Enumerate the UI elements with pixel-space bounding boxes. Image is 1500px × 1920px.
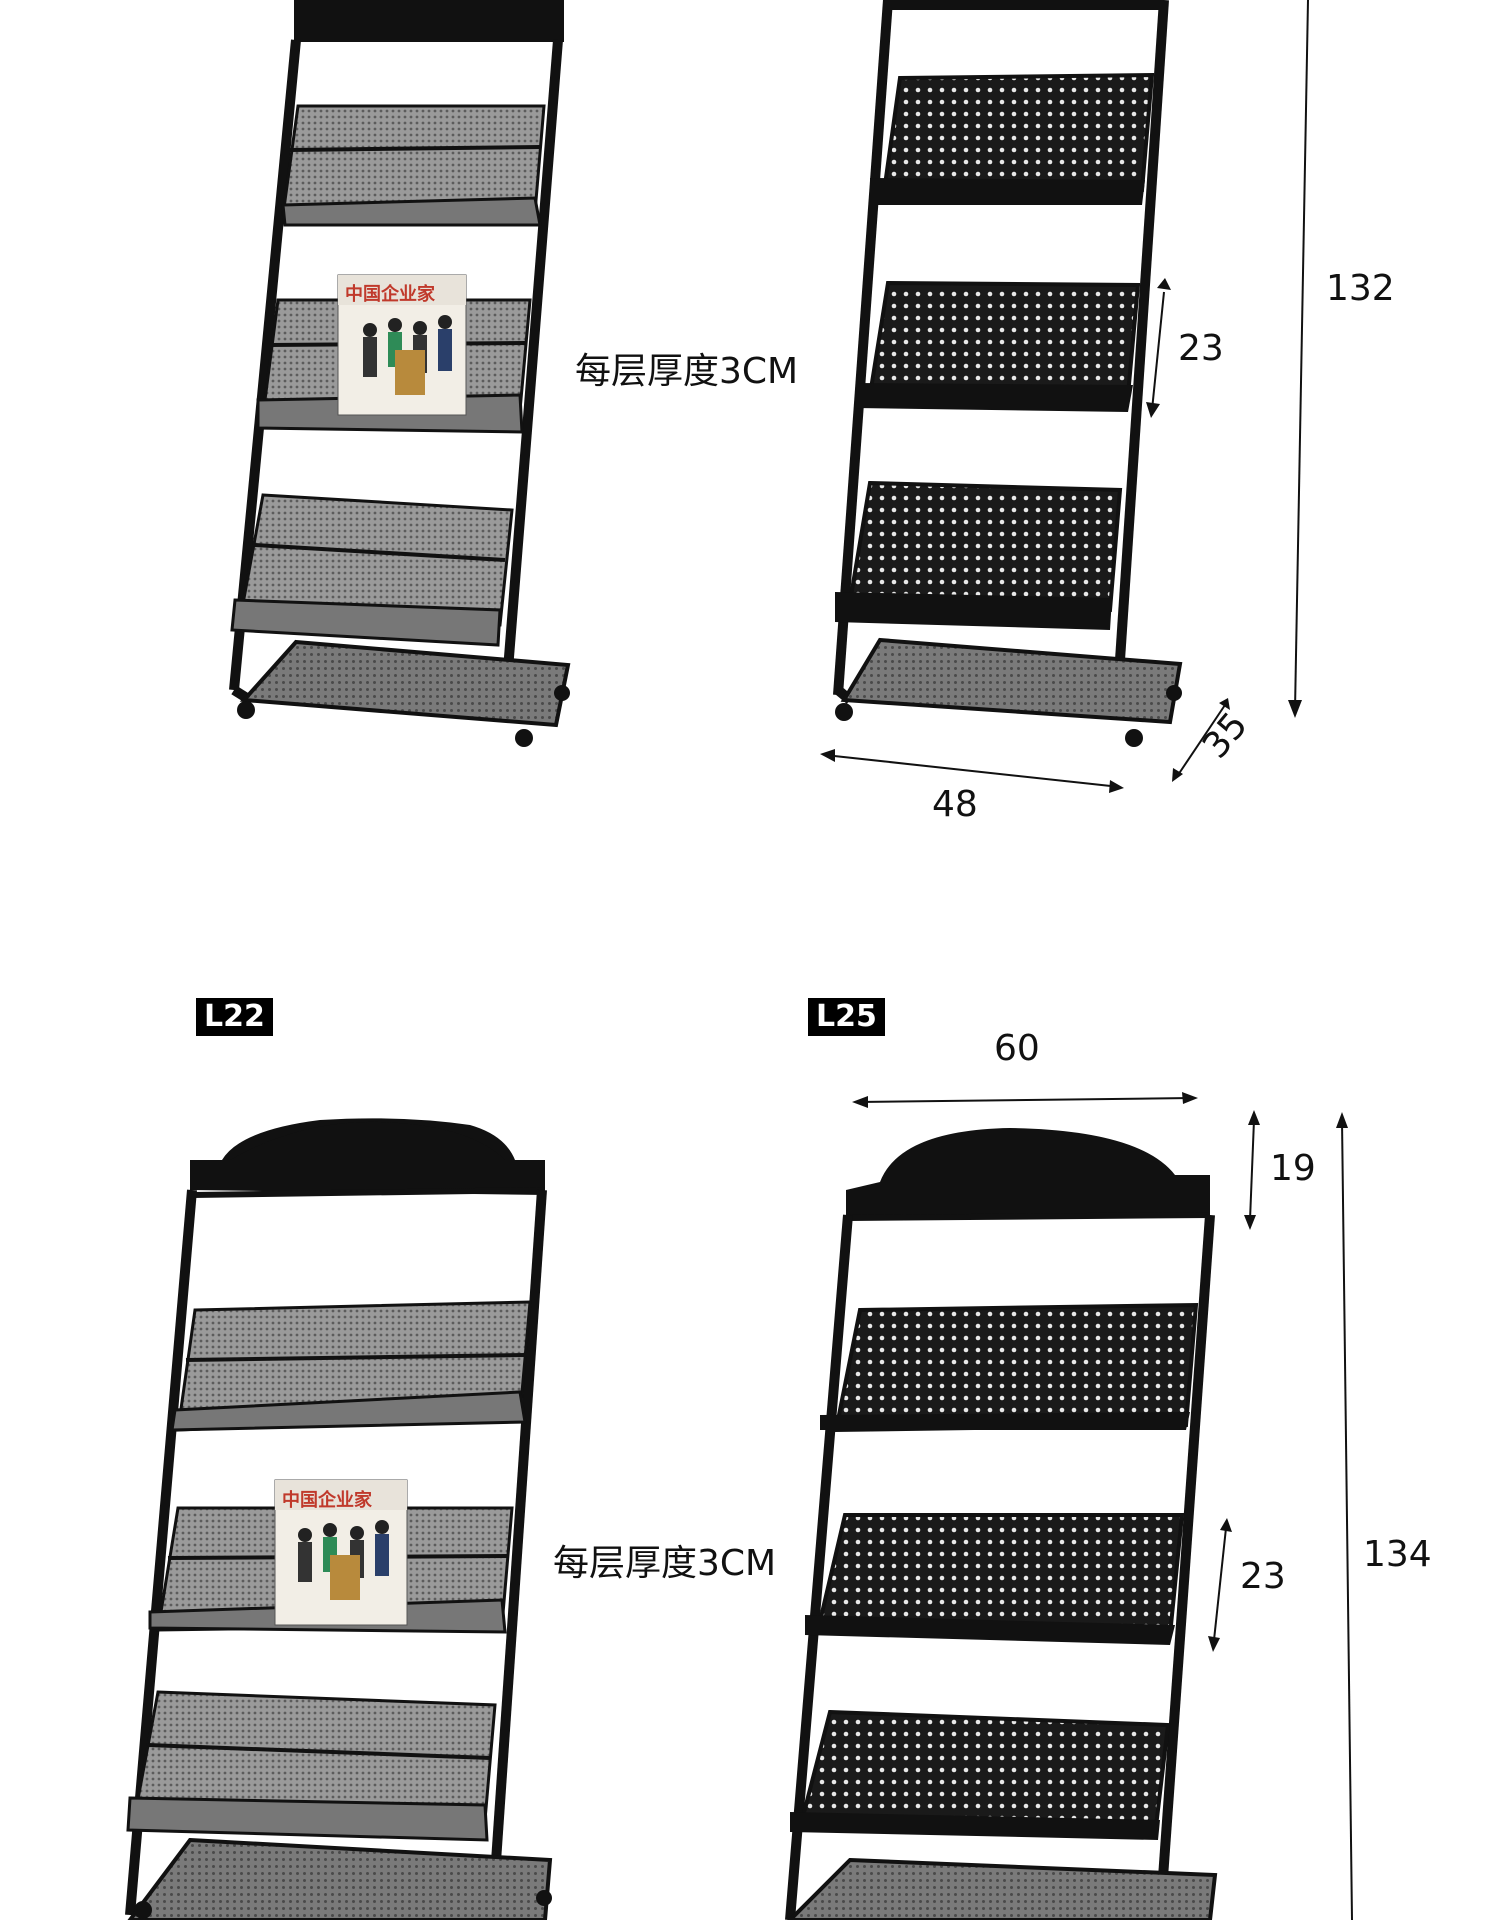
dimension-arrows-bottom [852,1092,1353,1920]
top-product-illustration: 中国企业家 [229,0,1309,793]
tier-spacing-dimension-top: 23 [1178,328,1224,369]
magazine-title-top: 中国企业家 [345,283,436,305]
dimension-arrows-top [820,0,1309,793]
width-dimension-top: 48 [932,784,978,825]
height-dimension-bottom: 134 [1363,1534,1432,1575]
right-perforated-rack [833,0,1183,747]
model-badge-l22: L22 [196,998,273,1036]
header-height-dimension-bottom: 19 [1270,1148,1316,1189]
tier-spacing-dimension-bottom: 23 [1240,1556,1286,1597]
l25-perforated-rack [785,1128,1218,1920]
left-mesh-rack: 中国企业家 [229,0,571,747]
bottom-section: L22 L25 中国企业家 [0,960,1500,1920]
layer-thickness-note-bottom: 每层厚度3CM [553,1543,777,1584]
width-dimension-bottom: 60 [994,1028,1040,1069]
top-section: 中国企业家 [0,0,1500,900]
layer-thickness-note-top: 每层厚度3CM [575,351,799,392]
magazine-title-bottom: 中国企业家 [282,1489,373,1511]
magazine-top: 中国企业家 [337,274,467,416]
model-badge-l25: L25 [808,998,885,1036]
bottom-product-illustration: 中国企业家 [125,1092,1353,1920]
magazine-bottom: 中国企业家 [274,1479,408,1626]
height-dimension-top: 132 [1326,268,1395,309]
l22-mesh-rack: 中国企业家 [125,1118,553,1920]
